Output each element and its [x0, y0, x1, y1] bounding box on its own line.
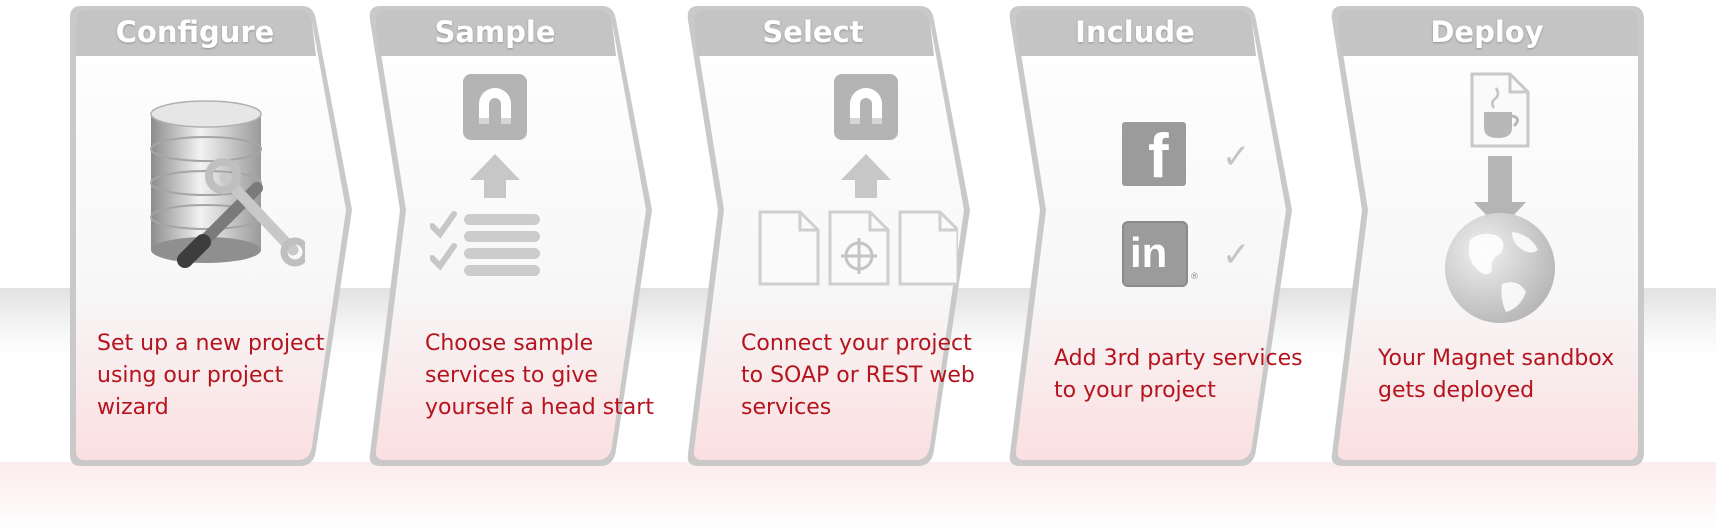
step-title: Deploy [1430, 15, 1544, 49]
description-line: Choose sample [425, 331, 594, 356]
check-icon: ✓ [1222, 235, 1251, 275]
facebook-icon: f [1122, 122, 1186, 186]
magnet-documents-icon [758, 74, 958, 286]
description-line: yourself a head start [425, 395, 654, 420]
step-description: Your Magnet sandbox gets deployed [1378, 343, 1615, 407]
magnet-checklist-icon [430, 74, 540, 276]
step-description: Add 3rd party services to your project [1054, 343, 1303, 407]
check-icon: ✓ [1222, 137, 1251, 177]
description-line: gets deployed [1378, 378, 1535, 403]
step-include: Include f ✓ in ® ✓ Add 3rd party service… [1009, 0, 1340, 470]
description-line: Your Magnet sandbox [1378, 346, 1615, 371]
linkedin-icon: in [1122, 221, 1188, 287]
step-title: Include [1075, 15, 1195, 49]
description-line: Connect your project [741, 331, 972, 356]
description-line: services [741, 395, 832, 420]
step-configure: Configure Set up a new project using our… [70, 0, 400, 470]
step-select: Select Connect your project to SOAP or R… [687, 0, 1018, 470]
social-services-icon: f ✓ in ® ✓ [1122, 122, 1262, 292]
step-description: Set up a new project using our project w… [97, 328, 327, 424]
description-line: Add 3rd party services [1054, 346, 1303, 371]
step-title: Sample [434, 15, 556, 49]
description-line: services to give [425, 363, 598, 388]
step-description: Connect your project to SOAP or REST web… [741, 328, 975, 424]
java-globe-icon [1445, 72, 1555, 323]
floor-reflection [0, 462, 1716, 532]
description-line: to SOAP or REST web [741, 363, 975, 388]
description-line: using our project [97, 363, 284, 388]
description-line: Set up a new project [97, 331, 325, 356]
step-sample: Sample Choose sample services to give yo… [369, 0, 700, 470]
step-description: Choose sample services to give yourself … [425, 328, 655, 424]
step-title: Configure [115, 15, 275, 49]
facebook-glyph: f [1148, 122, 1169, 187]
registered-mark: ® [1190, 272, 1199, 282]
database-wrench-icon [150, 100, 305, 268]
step-title: Select [762, 15, 864, 49]
description-line: wizard [97, 395, 169, 420]
description-line: to your project [1054, 378, 1216, 403]
step-deploy: Deploy Your Magnet sandbox gets deployed [1331, 0, 1662, 470]
linkedin-glyph: in [1130, 229, 1168, 276]
